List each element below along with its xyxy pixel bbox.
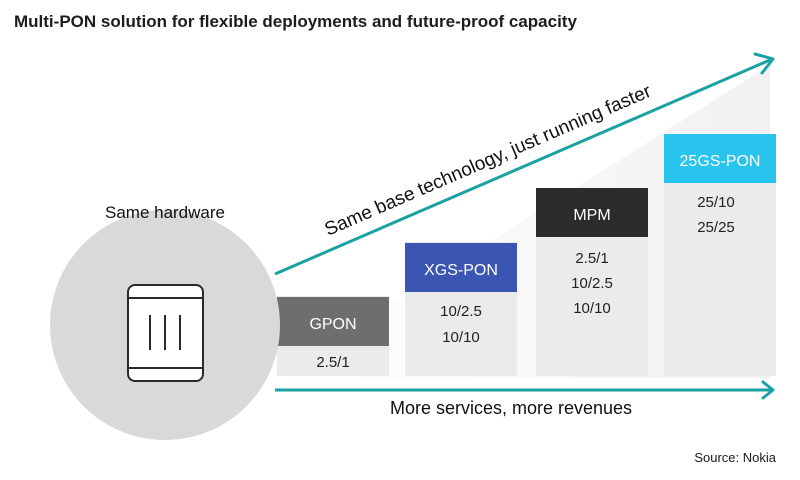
xgs-pon-header: [405, 243, 517, 292]
gpon-header: [277, 297, 389, 346]
mpm-speed: 10/10: [573, 300, 611, 317]
mpm-speed: 2.5/1: [575, 250, 608, 267]
hardware-label: Same hardware: [105, 203, 225, 222]
25gs-pon-label: 25GS-PON: [680, 153, 761, 170]
source-label: Source: Nokia: [694, 450, 776, 465]
bottom-label: More services, more revenues: [390, 398, 632, 418]
mpm-header: [536, 188, 648, 237]
xgs-pon-speed: 10/10: [442, 329, 480, 346]
mpm-label: MPM: [573, 207, 610, 224]
gpon-label: GPON: [309, 316, 356, 333]
25gs-pon-speed: 25/10: [697, 194, 735, 211]
xgs-pon-speed: 10/2.5: [440, 303, 482, 320]
25gs-pon-header: [664, 134, 776, 183]
hardware-card-icon: [127, 284, 204, 382]
diagram-title: Multi-PON solution for flexible deployme…: [14, 12, 577, 31]
mpm-speed: 10/2.5: [571, 275, 613, 292]
bottom-arrow-head: [761, 380, 775, 400]
gpon-speed: 2.5/1: [316, 354, 349, 371]
diagonal-arrow: [274, 58, 771, 276]
25gs-pon-speed: 25/25: [697, 219, 735, 236]
xgs-pon-label: XGS-PON: [424, 262, 498, 279]
diagonal-arrow-head: [753, 52, 775, 75]
